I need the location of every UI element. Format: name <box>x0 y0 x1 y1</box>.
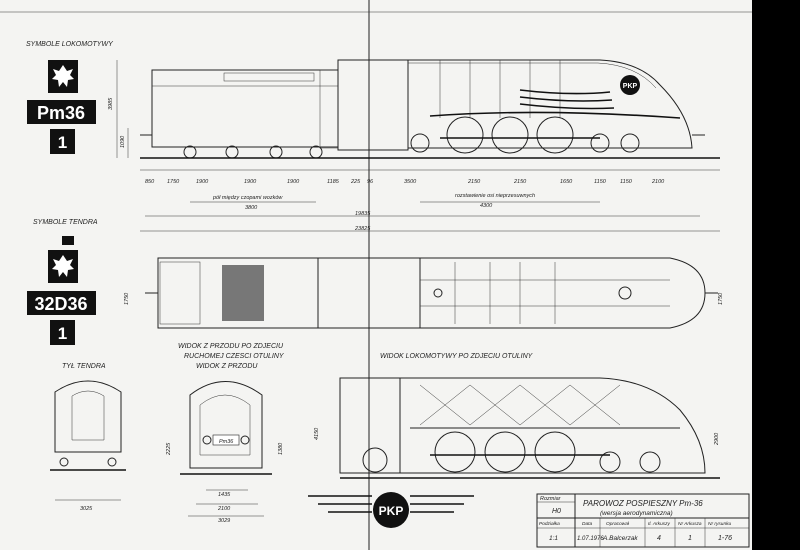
svg-text:Rozmiar: Rozmiar <box>540 496 562 502</box>
svg-text:Data: Data <box>582 521 592 527</box>
svg-text:2900: 2900 <box>714 432 720 446</box>
svg-text:1090: 1090 <box>120 135 126 148</box>
svg-text:Opracował: Opracował <box>606 521 630 527</box>
svg-text:2225: 2225 <box>166 442 172 456</box>
svg-text:PKP: PKP <box>623 83 638 90</box>
svg-text:rozstawienie osi nieprzesuwny: rozstawienie osi nieprzesuwnych <box>455 193 535 199</box>
svg-text:1380: 1380 <box>278 442 284 455</box>
loco-view-label: WIDOK LOKOMOTYWY PO ZDJECIU OTULINY <box>380 353 534 360</box>
svg-text:2150: 2150 <box>513 179 527 185</box>
svg-text:3025: 3025 <box>80 506 93 512</box>
tender-rear-view: 3025 <box>50 380 126 512</box>
tender-small-marker <box>62 236 74 245</box>
bottom-dimension-row: 850 1750 1900 1900 1900 1185 225 96 3500… <box>145 179 665 185</box>
svg-text:850: 850 <box>145 179 155 185</box>
svg-text:1:1: 1:1 <box>549 535 558 542</box>
pkp-nose-logo: PKP <box>620 75 640 95</box>
loco-number-text: Pm36 <box>37 103 85 123</box>
svg-text:1750: 1750 <box>718 292 724 305</box>
svg-text:A.Balcerzak: A.Balcerzak <box>602 535 638 542</box>
tender-symbols-label: SYMBOLE TENDRA <box>33 219 98 226</box>
drawing-subtitle: (wersja aerodynamiczna) <box>600 510 673 517</box>
smokebox-plate <box>212 434 240 446</box>
svg-text:1900: 1900 <box>196 179 209 185</box>
loco-symbols-label: SYMBOLE LOKOMOTYWY <box>26 41 114 48</box>
side-elevation: PKP <box>140 59 720 159</box>
tender-number-text: 32D36 <box>34 294 87 314</box>
front-view-label-1: WIDOK Z PRZODU PO ZDJECIU <box>178 343 284 350</box>
coal-bunker <box>222 265 264 321</box>
svg-text:4: 4 <box>657 535 661 542</box>
svg-text:Il. Arkuszy: Il. Arkuszy <box>648 521 671 527</box>
svg-text:4150: 4150 <box>314 427 320 440</box>
svg-text:3985: 3985 <box>108 97 114 110</box>
plan-view <box>145 257 718 329</box>
front-view: Pm36 2225 1380 1435 2100 3029 <box>166 381 284 524</box>
svg-text:1750: 1750 <box>167 179 180 185</box>
svg-text:4300: 4300 <box>480 203 493 209</box>
tender-index-text: 1 <box>58 324 67 343</box>
svg-text:1650: 1650 <box>560 179 573 185</box>
loco-index-plate: 1 <box>50 129 75 154</box>
svg-text:Nr rysunku: Nr rysunku <box>708 521 732 527</box>
drawing-title: PAROWOZ POSPIESZNY Pm-36 <box>583 499 703 508</box>
svg-text:2100: 2100 <box>217 506 231 512</box>
loco-index-text: 1 <box>58 133 67 152</box>
pkp-logo-text: PKP <box>379 504 404 518</box>
tender-number-plate: 32D36 <box>27 291 96 315</box>
svg-text:Pm36: Pm36 <box>219 439 234 445</box>
svg-text:H0: H0 <box>552 508 561 515</box>
eagle-emblem-tender <box>48 250 78 283</box>
svg-text:2150: 2150 <box>467 179 481 185</box>
svg-text:1-76: 1-76 <box>718 535 732 542</box>
svg-text:225: 225 <box>350 179 361 185</box>
svg-text:1900: 1900 <box>244 179 257 185</box>
svg-text:2100: 2100 <box>651 179 665 185</box>
svg-text:3500: 3500 <box>404 179 417 185</box>
svg-text:1900: 1900 <box>287 179 300 185</box>
svg-text:3800: 3800 <box>245 205 258 211</box>
svg-text:19835: 19835 <box>355 211 371 217</box>
loco-number-plate: Pm36 <box>27 100 96 124</box>
svg-text:Podziałka: Podziałka <box>539 521 560 527</box>
svg-text:1435: 1435 <box>218 492 231 498</box>
svg-text:Nr Arkusza: Nr Arkusza <box>678 521 702 527</box>
loco-without-casing <box>339 377 720 479</box>
svg-text:1150: 1150 <box>594 179 607 185</box>
svg-text:23825: 23825 <box>354 226 371 232</box>
svg-text:1: 1 <box>688 535 692 542</box>
title-block: Rozmiar H0 PAROWOZ POSPIESZNY Pm-36 (wer… <box>536 493 750 548</box>
svg-text:1750: 1750 <box>124 292 130 305</box>
svg-text:pół między czopami wozków: pół między czopami wozków <box>212 195 283 201</box>
front-view-label-3: WIDOK Z PRZODU <box>196 363 258 370</box>
svg-text:96: 96 <box>367 179 374 185</box>
eagle-emblem-loco <box>48 60 78 93</box>
tender-rear-label: TYŁ TENDRA <box>62 363 106 370</box>
svg-text:1185: 1185 <box>327 179 340 185</box>
svg-text:1150: 1150 <box>620 179 633 185</box>
svg-text:3029: 3029 <box>218 518 230 524</box>
tender-index-plate: 1 <box>50 320 75 345</box>
pkp-logo: PKP <box>308 492 474 528</box>
side-dims: 3985 1090 850 1750 1900 1900 1900 1185 2… <box>108 60 720 232</box>
svg-text:1.07.1976: 1.07.1976 <box>577 536 604 542</box>
right-black-margin <box>752 0 800 550</box>
front-view-label-2: RUCHOMEJ CZESCI OTULINY <box>184 353 285 360</box>
